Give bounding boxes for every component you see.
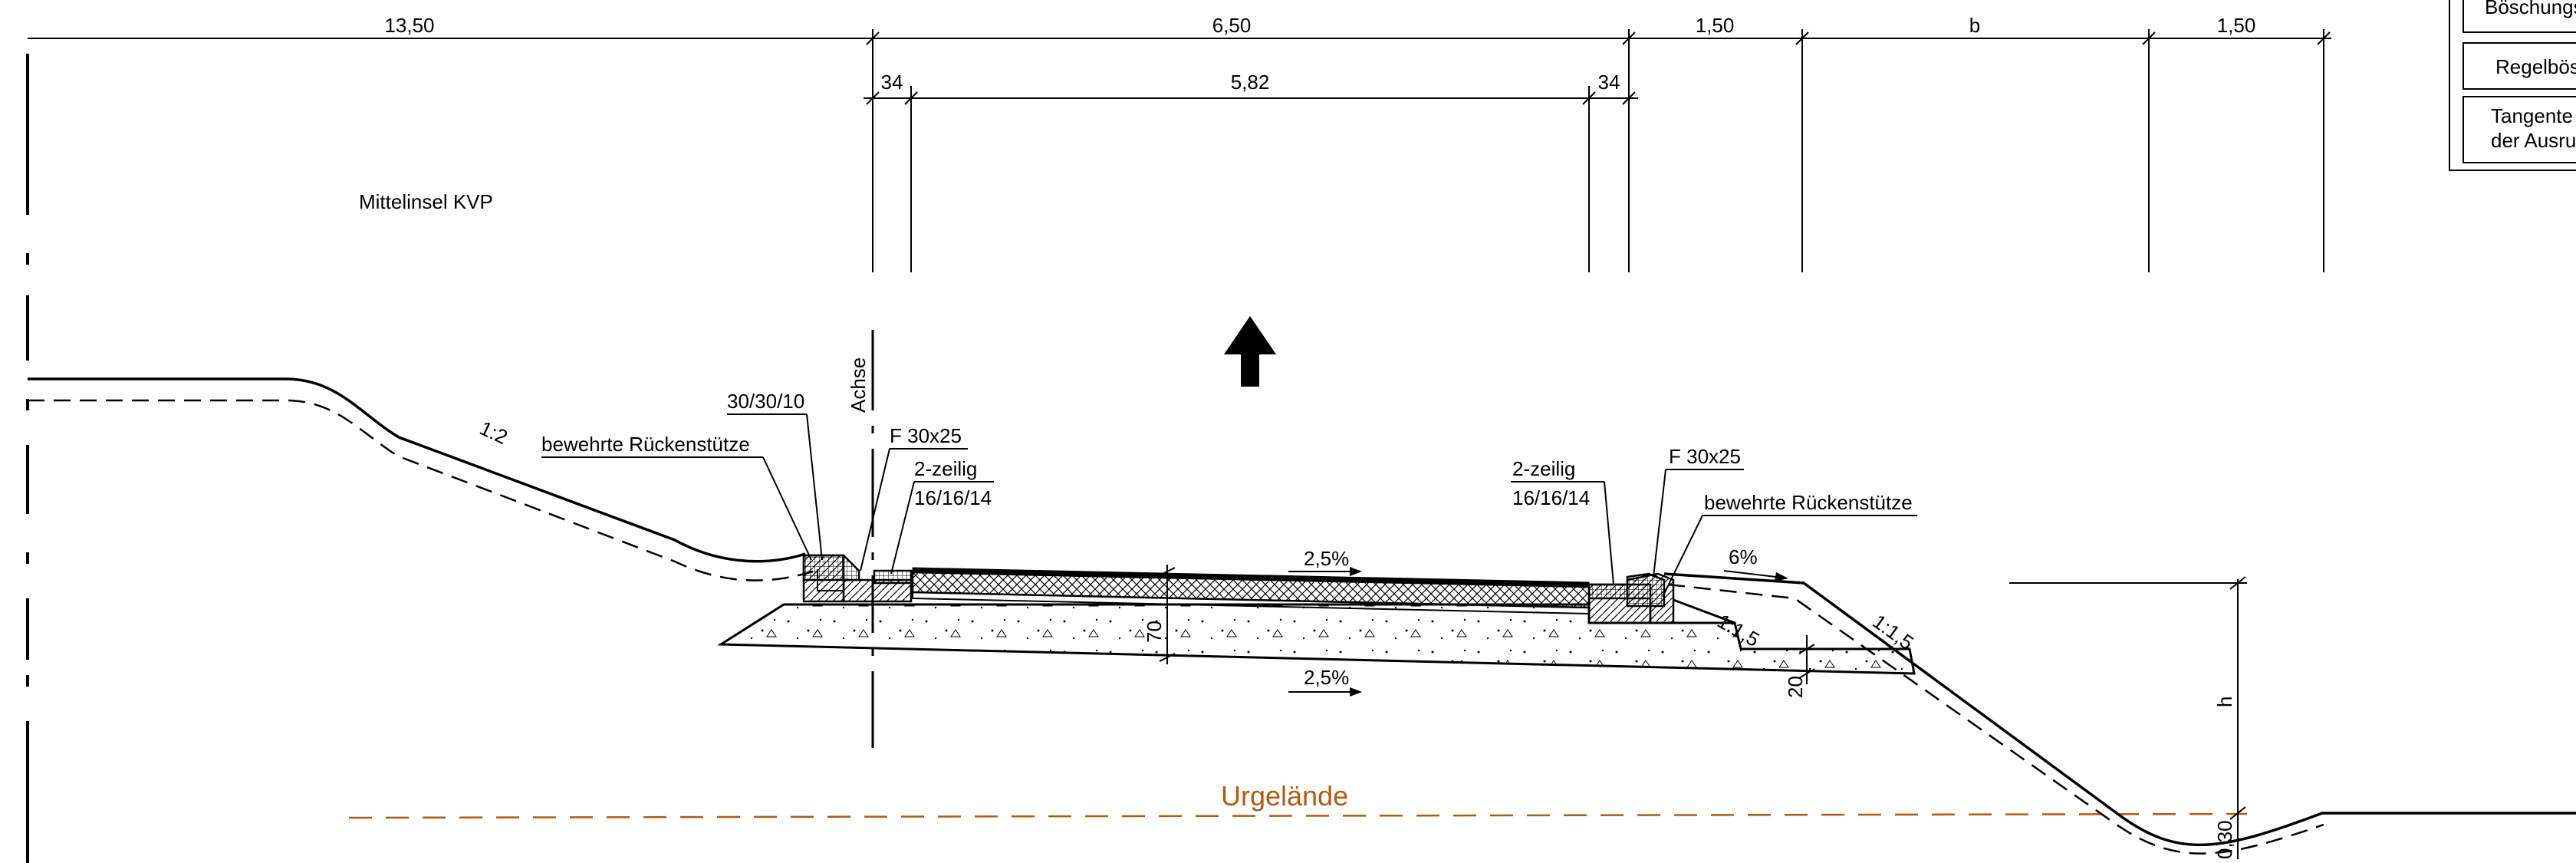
dim-34-left: 34 — [881, 71, 903, 94]
crossfall-surface-label: 2,5% — [1304, 547, 1349, 570]
second-dimension-line: 34 5,82 34 — [864, 71, 1638, 272]
callout-f-left: F 30x25 — [860, 424, 968, 571]
legend-row3-line1: Tangente — [2491, 104, 2573, 127]
callout-back-support-left: bewehrte Rückenstütze — [541, 433, 812, 561]
shoulder-slope: 6% — [1723, 545, 1788, 581]
f-left-label: F 30x25 — [890, 424, 962, 447]
legend-row2: Regelbös — [2495, 55, 2576, 78]
base-thickness-dim: 70 — [1143, 565, 1176, 664]
legend-row1: Böschungs — [2485, 0, 2576, 18]
legend-table: Böschungs Regelbös Tangente der Ausru — [2449, 0, 2576, 171]
up-arrow-icon — [1224, 316, 1276, 387]
median-label: Mittelinsel KVP — [359, 190, 493, 213]
two-row-left-size-label: 16/16/14 — [914, 486, 992, 509]
bottom-layer-label: 20 — [1784, 676, 1807, 698]
dim-b: b — [1969, 14, 1980, 37]
f-right-label: F 30x25 — [1669, 445, 1741, 468]
dim-5-82: 5,82 — [1231, 71, 1270, 94]
crossfall-surface: 2,5% — [1288, 547, 1362, 576]
back-support-left-label: bewehrte Rückenstütze — [541, 433, 750, 456]
two-row-left-label: 2-zeilig — [914, 457, 977, 480]
dim-34-right: 34 — [1598, 71, 1620, 94]
axis-label: Achse — [847, 357, 870, 413]
right-curb — [1587, 572, 1675, 624]
ditch-depth-label: 0,30 — [2213, 820, 2236, 859]
right-embankment: 1:1,5 1:1,5 — [1663, 572, 2576, 855]
two-row-right-size-label: 16/16/14 — [1512, 486, 1590, 509]
callout-curb-size: 30/30/10 — [727, 390, 823, 561]
axis-line: Achse — [847, 330, 874, 748]
crossfall-subgrade: 2,5% — [1288, 666, 1362, 697]
height-label: h — [2213, 697, 2236, 707]
original-terrain-label: Urgelände — [1221, 780, 1348, 812]
left-curb — [802, 554, 913, 603]
dim-1-50-left: 1,50 — [1696, 14, 1735, 37]
callout-f-right: F 30x25 — [1653, 445, 1744, 578]
dim-13-50: 13,50 — [384, 14, 434, 37]
left-embankment: 1:2 — [28, 377, 814, 581]
callout-back-support-right: bewehrte Rückenstütze — [1662, 491, 1917, 598]
legend-row3-line2: der Ausru — [2491, 129, 2576, 152]
crossfall-subgrade-label: 2,5% — [1304, 666, 1349, 689]
dim-1-50-right: 1,50 — [2217, 14, 2256, 37]
dim-6-50: 6,50 — [1212, 14, 1252, 37]
bottom-layer-dim: 20 — [1784, 635, 1815, 698]
original-terrain-line — [348, 812, 2248, 819]
top-dimension-line: 13,50 6,50 1,50 b 1,50 — [28, 14, 2331, 272]
shoulder-slope-label: 6% — [1729, 545, 1758, 568]
back-support-right-label: bewehrte Rückenstütze — [1704, 491, 1913, 514]
two-row-right-label: 2-zeilig — [1512, 457, 1575, 480]
height-dim: h 0,30 — [2009, 576, 2247, 859]
base-thickness-label: 70 — [1143, 621, 1166, 643]
callout-two-row-right: 2-zeilig 16/16/14 — [1511, 457, 1614, 585]
curb-left-size-label: 30/30/10 — [727, 390, 804, 413]
slope-left-label: 1:2 — [476, 417, 511, 449]
callout-two-row-left: 2-zeilig 16/16/14 — [890, 457, 994, 575]
